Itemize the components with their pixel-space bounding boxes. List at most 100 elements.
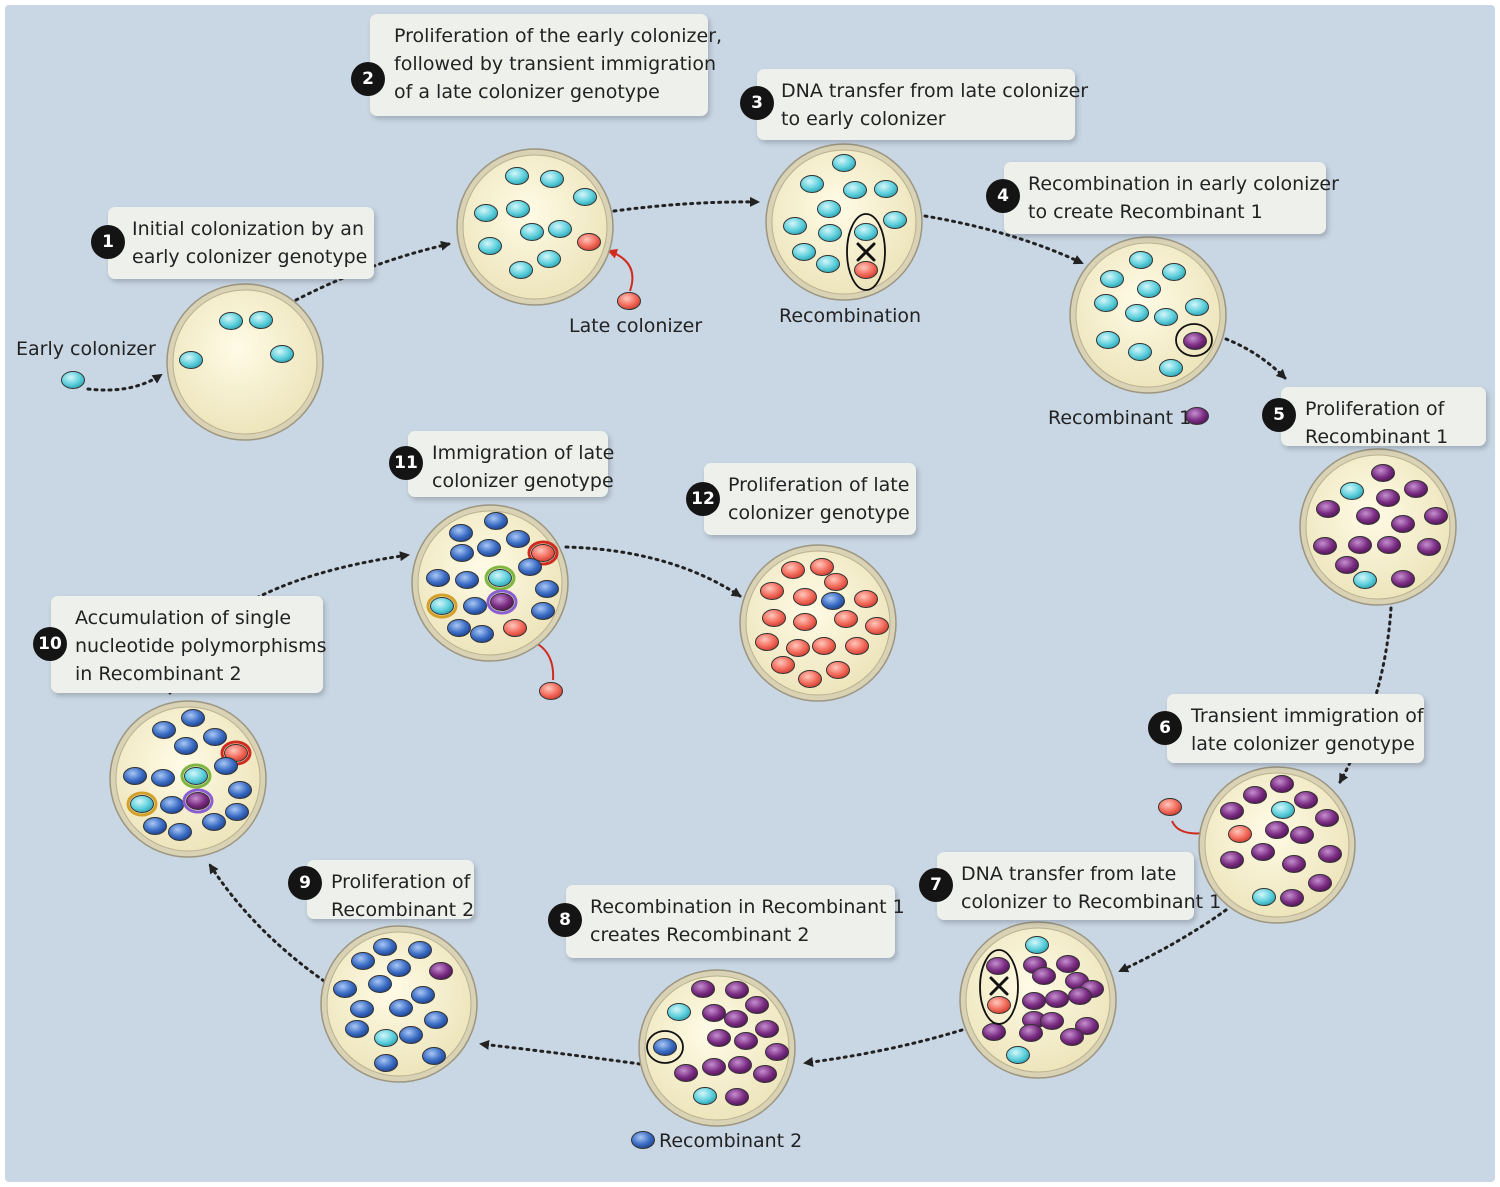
recombinant-2-cell [422, 1047, 446, 1065]
recombinant-2-cell [202, 813, 226, 831]
crossover-mark-step-3 [856, 242, 876, 262]
recombinant-2-cell [531, 602, 555, 620]
step-5-text: Proliferation of Recombinant 1 [1305, 398, 1449, 448]
late-colonizer-cell [824, 573, 848, 591]
recombinant-1-cell [1308, 874, 1332, 892]
late-colonizer-cell [812, 637, 836, 655]
recombinant-1-cell [1391, 515, 1415, 533]
recombinant-1-cell [702, 1058, 726, 1076]
recombinant-1-cell [1056, 955, 1080, 973]
recombinant-2-cell [399, 1026, 423, 1044]
early-colonizer-cell [1125, 304, 1149, 322]
recombinant-1-cell [755, 1020, 779, 1038]
arrow-8-to-9 [479, 1039, 642, 1066]
recombinant-1-cell [1290, 826, 1314, 844]
late-colonizer-cell [1228, 825, 1252, 843]
step-3-callout [757, 69, 1075, 140]
recombinant-2-cell [333, 980, 357, 998]
arrow-9-to-10 [208, 863, 326, 983]
recombinant-1-cell [1265, 821, 1289, 839]
recombinant-1-cell [728, 1056, 752, 1074]
recombinant-2-cell [168, 823, 192, 841]
recombinant-1-cell [1282, 855, 1306, 873]
step-7-callout [937, 852, 1194, 920]
late-colonizer-cell [854, 261, 878, 279]
recombinant-1-cell [429, 962, 453, 980]
late-colonizer-cell [762, 609, 786, 627]
early-colonizer-cell [1025, 936, 1049, 954]
step-9-number-badge: 9 [288, 866, 322, 900]
late-colonizer-cell [987, 996, 1011, 1014]
recombinant-1-cell [1376, 489, 1400, 507]
early-colonizer-cell [509, 261, 533, 279]
recombinant-2-cell [203, 728, 227, 746]
step-10-number-badge: 10 [33, 627, 67, 661]
recombinant-1-cell [982, 1023, 1006, 1041]
recombinant-1-cell [1417, 538, 1441, 556]
early-colonizer-cell [520, 223, 544, 241]
step-10-callout [51, 596, 323, 693]
recombinant-1-cell [1183, 332, 1207, 350]
early-colonizer-cell [573, 188, 597, 206]
recombinant-2-cell [408, 941, 432, 959]
early-colonizer-cell [506, 200, 530, 218]
recombinant-1-cell [1270, 775, 1294, 793]
step-2-number-badge: 2 [351, 62, 385, 96]
arrow-3-to-4 [923, 214, 1084, 265]
arrow-7-to-8 [803, 1028, 964, 1067]
recombinant-1-cell [986, 957, 1010, 975]
recombinant-2-cell [214, 757, 238, 775]
early-colonizer-cell [249, 311, 273, 329]
recombinant-1-cell [1040, 1012, 1064, 1030]
recombinant-1-cell [1019, 1024, 1043, 1042]
early-colonizer-cell [1096, 331, 1120, 349]
recombinant-2-cell [345, 1020, 369, 1038]
step-10-text: Accumulation of single nucleotide polymo… [75, 607, 327, 685]
early-colonizer-cell [792, 243, 816, 261]
early-colonizer-cell [1185, 298, 1209, 316]
recombinant-2-cell [470, 625, 494, 643]
late-colonizer-legend-cell [617, 292, 641, 310]
early-colonizer-cell [126, 791, 158, 817]
recombinant-2-cell [373, 938, 397, 956]
recombinant-1-cell [1220, 851, 1244, 869]
recombinant-2-cell [368, 975, 392, 993]
step-6-number-badge: 6 [1148, 711, 1182, 745]
early-colonizer-cell [783, 217, 807, 235]
late-colonizer-cell [793, 613, 817, 631]
early-colonizer-cell [832, 154, 856, 172]
recombinant-1-cell [1316, 500, 1340, 518]
early-colonizer-cell [874, 180, 898, 198]
early-colonizer-cell [816, 255, 840, 273]
step-12-text: Proliferation of late colonizer genotype [728, 474, 910, 524]
recombinant-2-cell [411, 986, 435, 1004]
recombinant-1-cell [1356, 507, 1380, 525]
late-colonizer-cell [760, 582, 784, 600]
crossover-mark-step-7 [989, 976, 1009, 996]
recombinant-1-cell [691, 980, 715, 998]
recombinant-1-cell [1348, 536, 1372, 554]
late-colonizer-cell [503, 619, 527, 637]
early-colonizer-cell [484, 565, 516, 591]
early-colonizer-cell [478, 237, 502, 255]
recombinant-2-cell [350, 1000, 374, 1018]
recombinant-1-cell [724, 1010, 748, 1028]
early-colonizer-cell [1353, 571, 1377, 589]
late-colonizer-cell [755, 633, 779, 651]
early-colonizer-cell [179, 351, 203, 369]
early-colonizer-cell [817, 200, 841, 218]
early-colonizer-cell [667, 1003, 691, 1021]
early-colonizer-cell [1159, 359, 1183, 377]
step-7-number-badge: 7 [919, 868, 953, 902]
step-8-number-badge: 8 [548, 903, 582, 937]
recombinant-2-cell [653, 1038, 677, 1056]
recombinant-2-label: Recombinant 2 [659, 1130, 803, 1152]
recombinant-1-cell [1045, 990, 1069, 1008]
immigrant-cell-step-6 [1158, 798, 1182, 816]
early-colonizer-cell [474, 204, 498, 222]
early-colonizer-cell [219, 312, 243, 330]
recombinant-2-cell [160, 796, 184, 814]
early-colonizer-cell [800, 175, 824, 193]
